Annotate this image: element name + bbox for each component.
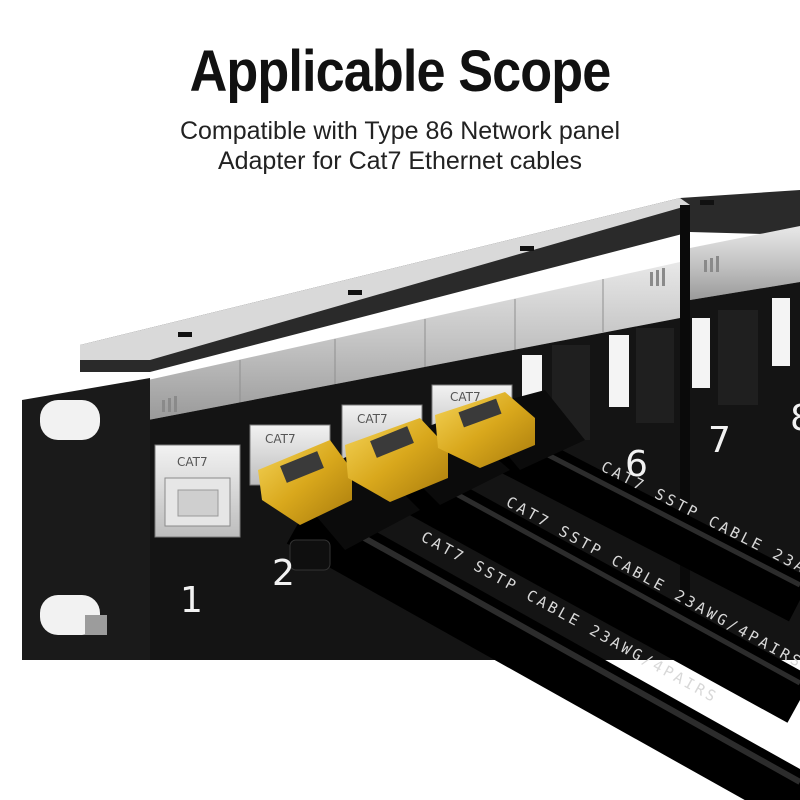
rack-ear xyxy=(22,378,150,660)
plug-3 xyxy=(345,418,448,502)
page-title: Applicable Scope xyxy=(189,39,612,104)
plug-4 xyxy=(435,392,535,468)
ear-hole-top xyxy=(40,400,100,440)
module-label-2: CAT7 xyxy=(265,432,296,446)
subtitle-line-2: Adapter for Cat7 Ethernet cables xyxy=(217,147,583,175)
header: Applicable Scope Compatible with Type 86… xyxy=(0,0,800,185)
label-strip-marks xyxy=(162,256,719,412)
cable-3 xyxy=(478,418,800,622)
port-number-2: 2 xyxy=(272,553,295,594)
rail-slots xyxy=(178,200,714,337)
subtitle-line-1: Compatible with Type 86 Network panel xyxy=(179,117,621,145)
module-label-1: CAT7 xyxy=(177,455,208,469)
cables xyxy=(286,418,800,800)
keystone-module-1 xyxy=(154,444,241,538)
port-number-8: 8 xyxy=(790,398,800,439)
port-number-7: 7 xyxy=(708,420,731,461)
cable-2 xyxy=(387,457,800,723)
cable-1 xyxy=(286,496,800,800)
gold-plugs xyxy=(258,392,535,525)
module-label-4: CAT7 xyxy=(450,390,481,404)
module-label-3: CAT7 xyxy=(357,412,388,426)
port-number-1: 1 xyxy=(180,580,203,621)
port-number-6: 6 xyxy=(625,444,648,485)
plug-2 xyxy=(258,440,352,525)
label-strip xyxy=(148,262,680,420)
